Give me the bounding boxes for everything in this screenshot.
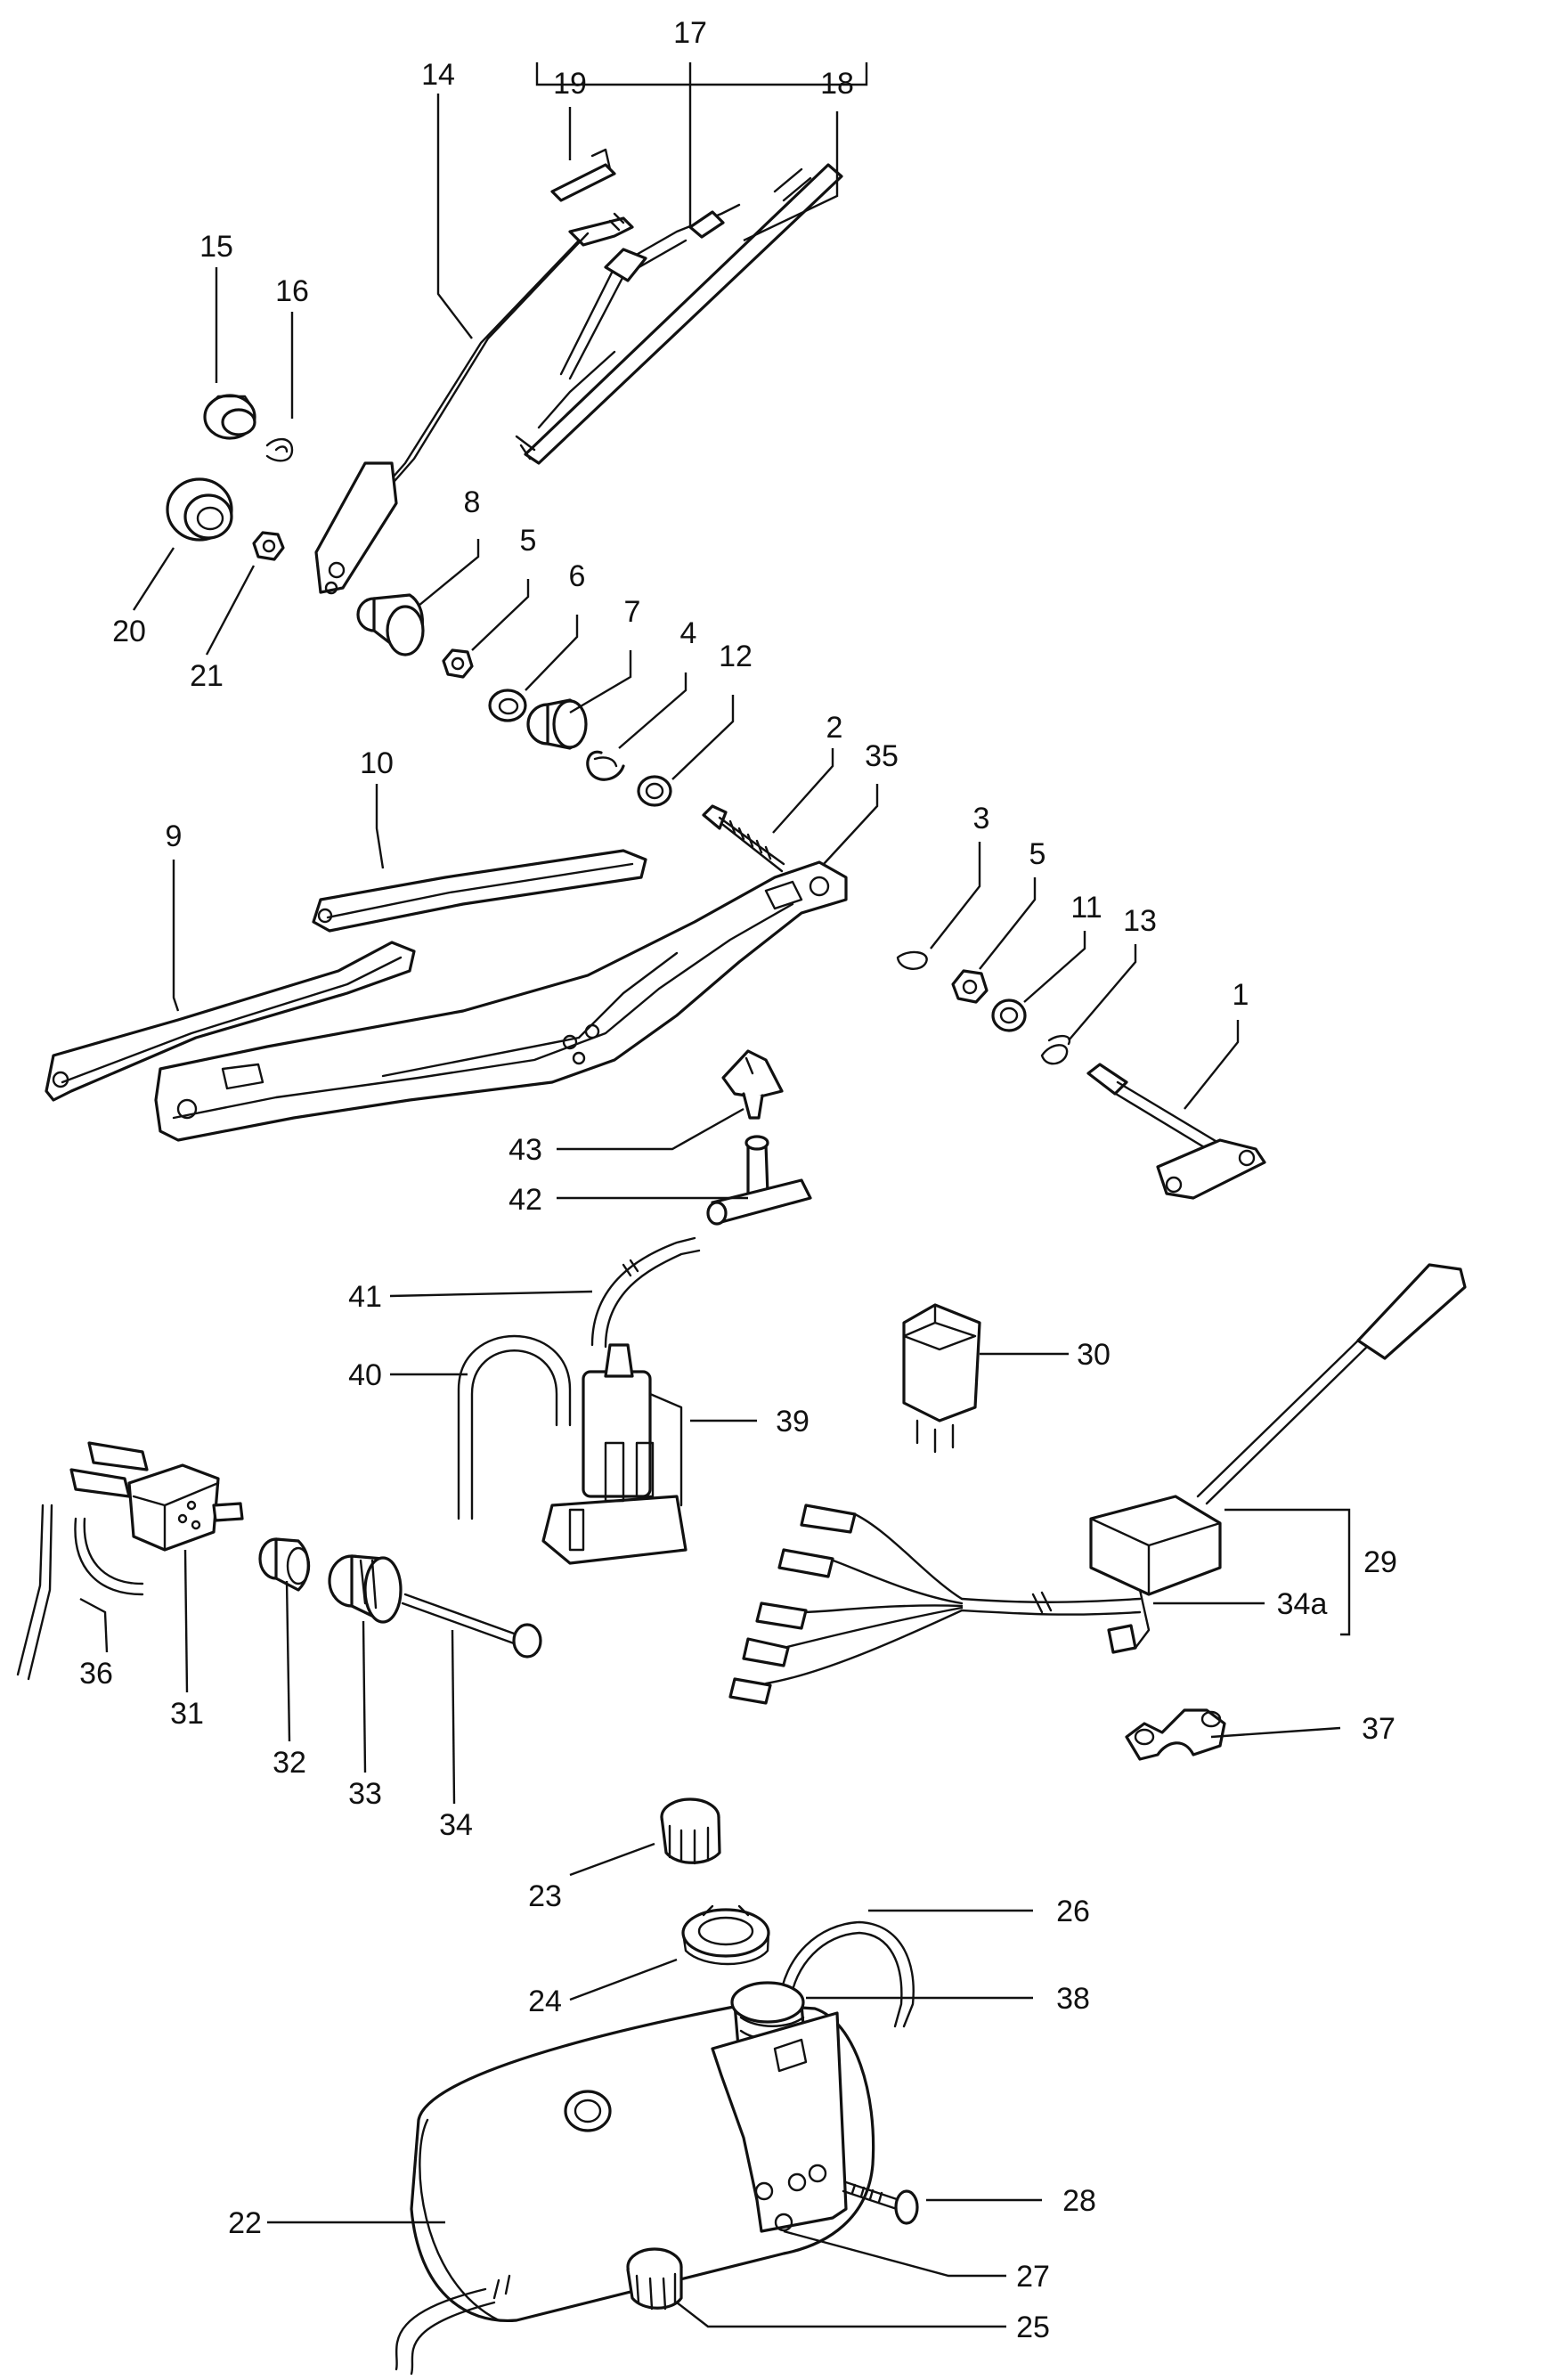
callout-29: 29: [1363, 1545, 1397, 1579]
callout-1: 1: [1233, 978, 1249, 1012]
callout-6: 6: [569, 559, 586, 593]
nut: [951, 969, 989, 1004]
circlip: [896, 950, 928, 970]
callout-11: 11: [1070, 891, 1102, 925]
callout-19: 19: [553, 67, 587, 101]
callout-3: 3: [973, 802, 990, 835]
callout-5-upper: 5: [520, 524, 537, 558]
wiper-switch: [728, 1263, 1467, 1705]
hex-nut: [252, 531, 285, 561]
relay: [902, 1303, 981, 1454]
callout-24: 24: [528, 1985, 562, 2018]
filler-cap: [660, 1797, 721, 1865]
drain-cap: [626, 2247, 683, 2311]
spring-clip: [1040, 1034, 1071, 1065]
callout-28: 28: [1062, 2184, 1096, 2218]
cap-nut: [203, 394, 256, 440]
bushing: [526, 698, 588, 750]
leader-lines: [79, 62, 1351, 2328]
callout-21: 21: [190, 659, 224, 693]
callout-38: 38: [1056, 1982, 1090, 2016]
callout-36: 36: [79, 1657, 113, 1691]
callout-32: 32: [273, 1746, 306, 1780]
callout-20: 20: [112, 615, 146, 648]
callout-25: 25: [1016, 2311, 1050, 2344]
spindle-bolt: [702, 804, 785, 873]
wiper-arm: [314, 212, 634, 595]
callout-15: 15: [199, 230, 233, 264]
callout-30: 30: [1077, 1338, 1111, 1372]
hose: [590, 1236, 701, 1349]
callout-35: 35: [865, 739, 899, 773]
clip: [550, 148, 616, 202]
rubber-boot: [356, 593, 425, 656]
callout-40: 40: [348, 1358, 382, 1392]
callout-31: 31: [170, 1697, 204, 1731]
callout-23: 23: [528, 1879, 562, 1913]
grommet: [166, 477, 233, 542]
callout-8: 8: [464, 485, 481, 519]
callout-16: 16: [275, 274, 309, 308]
push-rod: [401, 1593, 542, 1659]
callout-26: 26: [1056, 1895, 1090, 1928]
callout-10: 10: [360, 746, 394, 780]
callout-41: 41: [348, 1280, 382, 1314]
washer-valve: [69, 1441, 244, 1552]
callout-37: 37: [1362, 1712, 1395, 1746]
callout-2: 2: [826, 711, 843, 745]
nut: [442, 648, 474, 679]
linkage-frame: [154, 860, 848, 1142]
link-rod-short: [312, 849, 647, 933]
bushing: [258, 1537, 311, 1592]
callout-27: 27: [1016, 2260, 1050, 2294]
callout-39: 39: [776, 1405, 810, 1439]
washer-pump: [541, 1343, 688, 1565]
callout-12: 12: [719, 640, 753, 673]
callout-5-lower: 5: [1029, 837, 1046, 871]
crank-lever: [1086, 1063, 1266, 1200]
hose: [777, 1920, 915, 2028]
callout-43: 43: [509, 1133, 542, 1167]
t-connector: [706, 1135, 812, 1226]
washer-nozzle: [721, 1049, 784, 1120]
control-knob: [328, 1554, 403, 1624]
callout-34: 34: [439, 1808, 473, 1842]
hose-loop: [457, 1335, 572, 1520]
seal-ring: [265, 437, 294, 462]
wiper-blade: [515, 163, 843, 465]
washer: [637, 775, 672, 807]
washer: [488, 689, 527, 722]
callout-4: 4: [680, 616, 697, 650]
clamping-ring: [681, 1904, 770, 1966]
clamp-bracket: [1125, 1708, 1226, 1761]
callout-22: 22: [228, 2206, 262, 2240]
callout-34a: 34a: [1277, 1587, 1328, 1621]
callout-labels: 17 19 18 14 15 16 20 21 8 5 6 7 4 12 2 3…: [79, 16, 1397, 2344]
callout-9: 9: [166, 819, 183, 853]
callout-7: 7: [624, 595, 641, 629]
link-rod-long: [45, 941, 416, 1102]
callout-42: 42: [509, 1183, 542, 1217]
washer-reservoir: [395, 1981, 875, 2376]
callout-13: 13: [1123, 904, 1157, 938]
callout-17: 17: [673, 16, 707, 50]
washer: [991, 998, 1027, 1032]
hose: [16, 1504, 144, 1681]
callout-33: 33: [348, 1777, 382, 1811]
callout-14: 14: [421, 58, 455, 92]
screw: [842, 2180, 919, 2225]
callout-18: 18: [820, 67, 854, 101]
spring-washer: [586, 750, 625, 781]
